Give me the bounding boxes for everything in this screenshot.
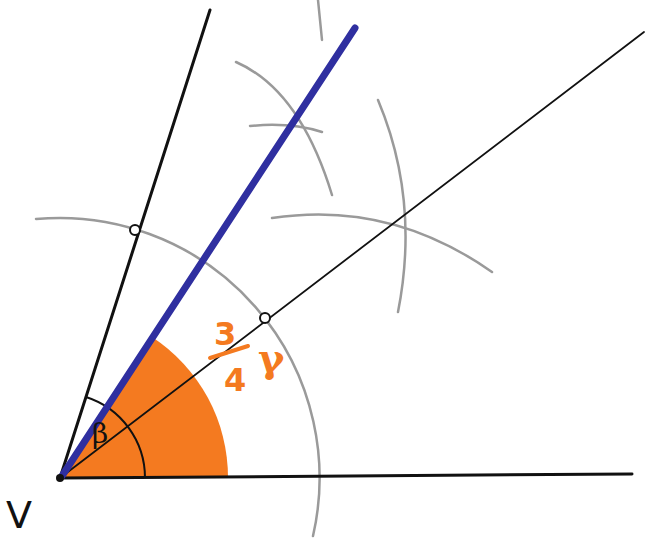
intersection-point — [130, 225, 140, 235]
bisector-ray — [60, 32, 644, 478]
fraction-numerator: 3 — [214, 318, 236, 350]
vertex-label: V — [6, 496, 32, 534]
result-ray — [62, 28, 355, 476]
compass-arc — [378, 100, 406, 312]
side-ray — [60, 10, 210, 478]
rays — [60, 10, 644, 478]
compass-arc — [36, 218, 320, 536]
compass-arc — [272, 214, 492, 272]
construction-arcs — [36, 0, 492, 536]
angle-arc — [86, 397, 145, 478]
vertex-point — [56, 474, 64, 482]
angle-label: β — [92, 420, 108, 448]
intersection-point — [260, 313, 270, 323]
angle-sector — [60, 337, 228, 478]
fraction-denominator: 4 — [224, 364, 246, 396]
angle-label: γ — [258, 338, 284, 378]
compass-arc — [318, 0, 322, 40]
